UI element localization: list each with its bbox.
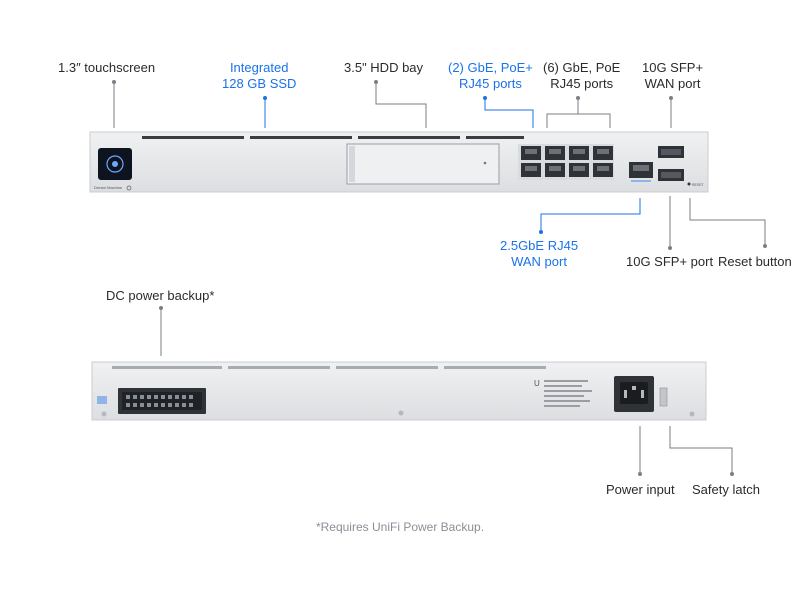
vent-strip xyxy=(228,366,330,369)
reset-text: RESET xyxy=(692,183,705,187)
leader-dot xyxy=(669,96,673,100)
rear-indicator-icon xyxy=(97,396,107,404)
label-dc-power-backup: DC power backup* xyxy=(106,288,215,303)
port-contact xyxy=(633,165,649,171)
safety-latch[interactable] xyxy=(659,387,668,407)
vent-strip xyxy=(250,136,352,139)
port-contact xyxy=(525,149,537,154)
label-reset-button: Reset button xyxy=(718,254,792,269)
leader-hdd xyxy=(375,82,427,128)
power-pin xyxy=(632,386,636,390)
label-sfp-wan-port: 10G SFP+ WAN port xyxy=(642,60,704,91)
hdd-bay-handle xyxy=(349,146,355,182)
leader-poe-bracket xyxy=(546,113,611,128)
front-leader-dots xyxy=(112,80,767,250)
leader-dot xyxy=(374,80,378,84)
label-integrated-ssd: Integrated 128 GB SSD xyxy=(222,60,297,91)
footnote: *Requires UniFi Power Backup. xyxy=(315,520,485,534)
dc-connector-pins xyxy=(126,395,193,407)
vent-strip xyxy=(336,366,438,369)
leader-dot xyxy=(159,306,163,310)
leader-dot xyxy=(576,96,580,100)
vent-strip xyxy=(112,366,222,369)
leader-wan25 xyxy=(540,198,641,232)
port-contact xyxy=(525,166,537,171)
vent-strip xyxy=(444,366,546,369)
regulatory-label: U xyxy=(534,379,592,407)
leader-dot xyxy=(263,96,267,100)
touchscreen-ring-icon xyxy=(106,155,124,173)
front-panel: Dream Machine xyxy=(89,131,709,193)
port-contact xyxy=(549,149,561,154)
sfp-cage xyxy=(661,149,681,155)
leader-dot xyxy=(668,246,672,250)
label-poe-plus-ports: (2) GbE, PoE+ RJ45 ports xyxy=(448,60,533,91)
power-pin xyxy=(624,390,627,398)
leader-dot xyxy=(483,96,487,100)
vent-strip xyxy=(466,136,524,139)
port-contact xyxy=(573,166,585,171)
sfp-cage xyxy=(661,172,681,178)
leader-dot xyxy=(638,472,642,476)
reset-hole-icon[interactable] xyxy=(687,182,691,186)
label-power-input: Power input xyxy=(606,482,675,497)
front-leaders xyxy=(113,82,766,248)
power-inlet-inner xyxy=(620,382,648,404)
port-contact xyxy=(573,149,585,154)
port-contact xyxy=(597,166,609,171)
leader-dot xyxy=(730,472,734,476)
vent-strip xyxy=(358,136,460,139)
screw-icon xyxy=(689,411,695,417)
leader-reset xyxy=(689,198,766,246)
label-safety-latch: Safety latch xyxy=(692,482,760,497)
rear-panel: U xyxy=(91,361,707,421)
rear-leaders xyxy=(160,308,733,474)
rear-leader-dots xyxy=(159,306,734,476)
leader-poe-plus xyxy=(484,98,534,128)
label-sfp-port: 10G SFP+ port xyxy=(626,254,714,269)
port-contact xyxy=(597,149,609,154)
leader-dot xyxy=(539,230,543,234)
hdd-led-icon xyxy=(483,161,487,165)
hdd-bay[interactable] xyxy=(346,143,500,185)
vent-strip xyxy=(142,136,244,139)
power-pin xyxy=(641,390,644,398)
touchscreen-dot-icon xyxy=(112,161,118,167)
screen-brand: Dream Machine xyxy=(94,185,123,190)
label-touchscreen: 1.3″ touchscreen xyxy=(58,60,156,75)
screw-icon xyxy=(101,411,107,417)
wan-led-icon xyxy=(631,180,651,182)
label-2-5gbe-wan-port: 2.5GbE RJ45 WAN port xyxy=(500,238,579,269)
dc-connector-inner xyxy=(122,392,202,410)
label-poe-ports: (6) GbE, PoE RJ45 ports xyxy=(543,60,621,91)
port-contact xyxy=(549,166,561,171)
leader-safety-latch xyxy=(669,426,733,474)
label-hdd-bay: 3.5" HDD bay xyxy=(344,60,424,75)
brand-logo-icon xyxy=(126,185,132,191)
leader-dot xyxy=(763,244,767,248)
screw-icon xyxy=(398,410,404,416)
rj45-port-group xyxy=(518,144,614,180)
leader-dot xyxy=(112,80,116,84)
ubiquiti-logo-icon: U xyxy=(534,379,540,388)
